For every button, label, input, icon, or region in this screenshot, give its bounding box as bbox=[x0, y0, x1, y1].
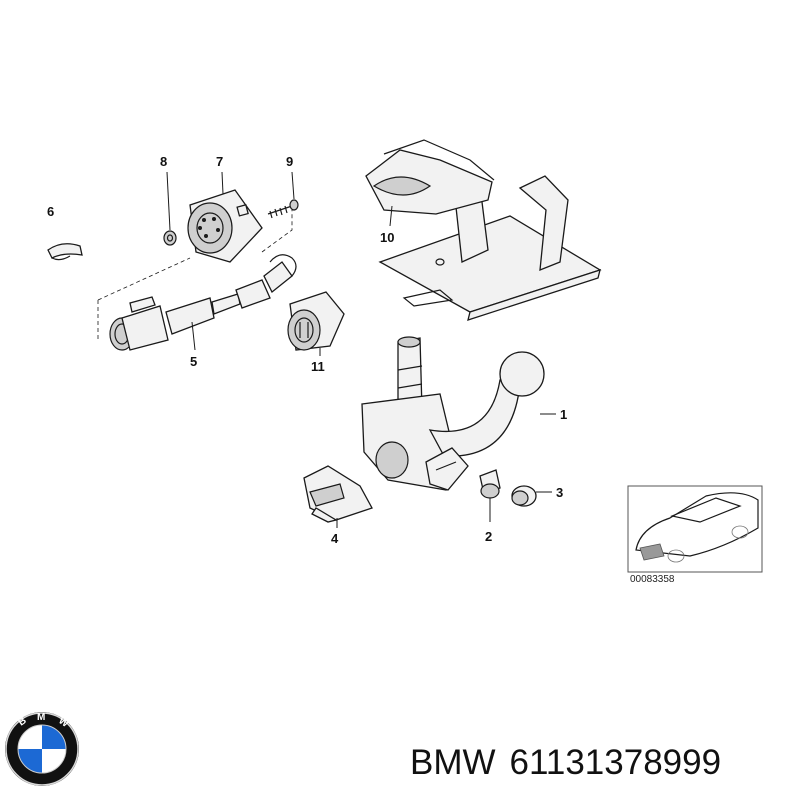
part-2-lock bbox=[479, 469, 501, 499]
caption-part-number: 61131378999 bbox=[509, 743, 722, 782]
callout-10: 10 bbox=[380, 230, 394, 245]
callout-8: 8 bbox=[160, 154, 167, 169]
bmw-logo: B M W bbox=[5, 712, 79, 786]
part-11-plug bbox=[287, 291, 345, 351]
callout-1: 1 bbox=[560, 407, 567, 422]
svg-text:M: M bbox=[37, 712, 45, 723]
caption-brand: BMW bbox=[410, 743, 496, 782]
callout-3: 3 bbox=[556, 485, 563, 500]
part-6-clip bbox=[47, 243, 83, 261]
leader-9 bbox=[291, 171, 295, 200]
part-caption: BMW 61131378999 bbox=[410, 738, 795, 788]
callout-6: 6 bbox=[47, 204, 54, 219]
part-7-socket bbox=[187, 189, 263, 263]
part-10-bracket bbox=[365, 139, 602, 321]
reference-number: 00083358 bbox=[630, 574, 675, 585]
callout-5: 5 bbox=[190, 354, 197, 369]
part-1-tow-hitch bbox=[361, 336, 545, 491]
part-9-screw bbox=[267, 199, 299, 219]
callout-7: 7 bbox=[216, 154, 223, 169]
dashed-assembly-frame bbox=[97, 210, 293, 340]
leader-10 bbox=[389, 205, 393, 227]
callout-2: 2 bbox=[485, 529, 492, 544]
callout-11: 11 bbox=[311, 359, 325, 374]
locator-thumbnail bbox=[627, 485, 763, 573]
part-5-harness bbox=[109, 254, 297, 351]
leader-7 bbox=[221, 171, 224, 195]
callout-9: 9 bbox=[286, 154, 293, 169]
part-3-cap bbox=[511, 485, 537, 507]
part-4-socket-cover bbox=[303, 465, 373, 523]
leader-8 bbox=[166, 171, 171, 231]
part-8-nut bbox=[163, 230, 177, 246]
leader-5 bbox=[191, 321, 196, 351]
callout-4: 4 bbox=[331, 531, 339, 546]
